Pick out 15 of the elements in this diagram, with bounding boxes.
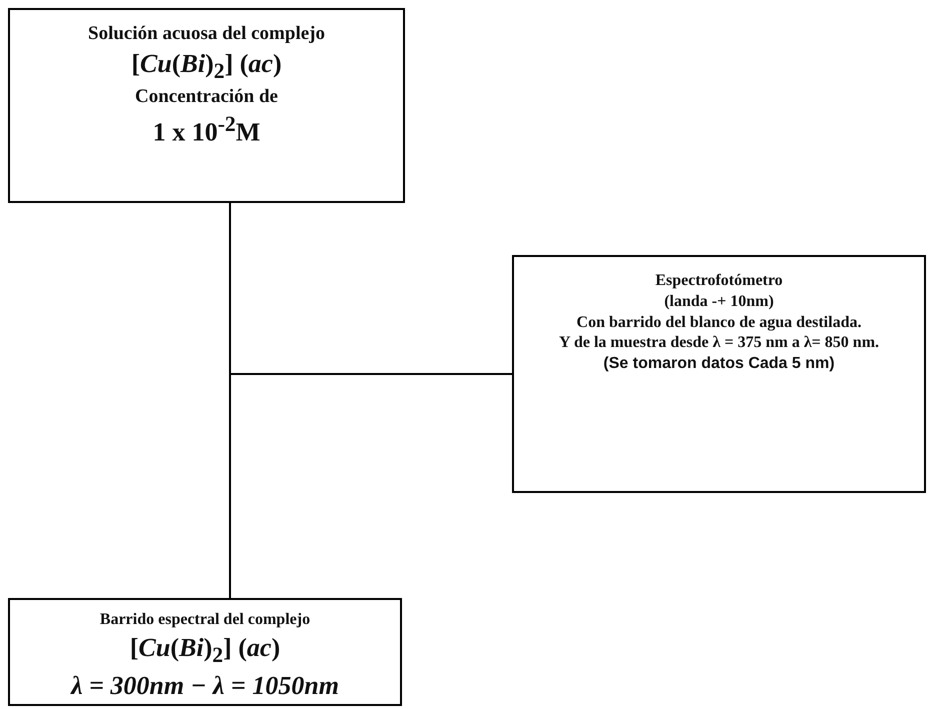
box-text: [Cu(Bi)$_{2}$] (ac) xyxy=(131,48,282,85)
box-text: Concentración de xyxy=(134,85,278,110)
box-text: Espectrofotómetro xyxy=(655,271,783,291)
box-text: Con barrido del blanco de agua destilada. xyxy=(576,312,862,333)
process-box xyxy=(512,255,926,493)
process-box xyxy=(8,598,402,706)
box-text: [Cu(Bi)$_{2}$] (ac) xyxy=(130,632,280,669)
box-text: 1 x 10$^{-2}$M xyxy=(152,110,260,148)
box-text: Barrido espectral del complejo xyxy=(100,610,310,630)
box-text: λ = 300nm − λ = 1050nm xyxy=(71,670,339,702)
process-box xyxy=(8,8,405,203)
box-text: Solución acuosa del complejo xyxy=(88,22,325,46)
box-text: (Se tomaron datos Cada 5 nm) xyxy=(603,354,835,374)
box-text: Y de la muestra desde λ = 375 nm a λ= 850 nm. xyxy=(558,333,880,354)
box-text: (landa -+ 10nm) xyxy=(664,292,774,312)
